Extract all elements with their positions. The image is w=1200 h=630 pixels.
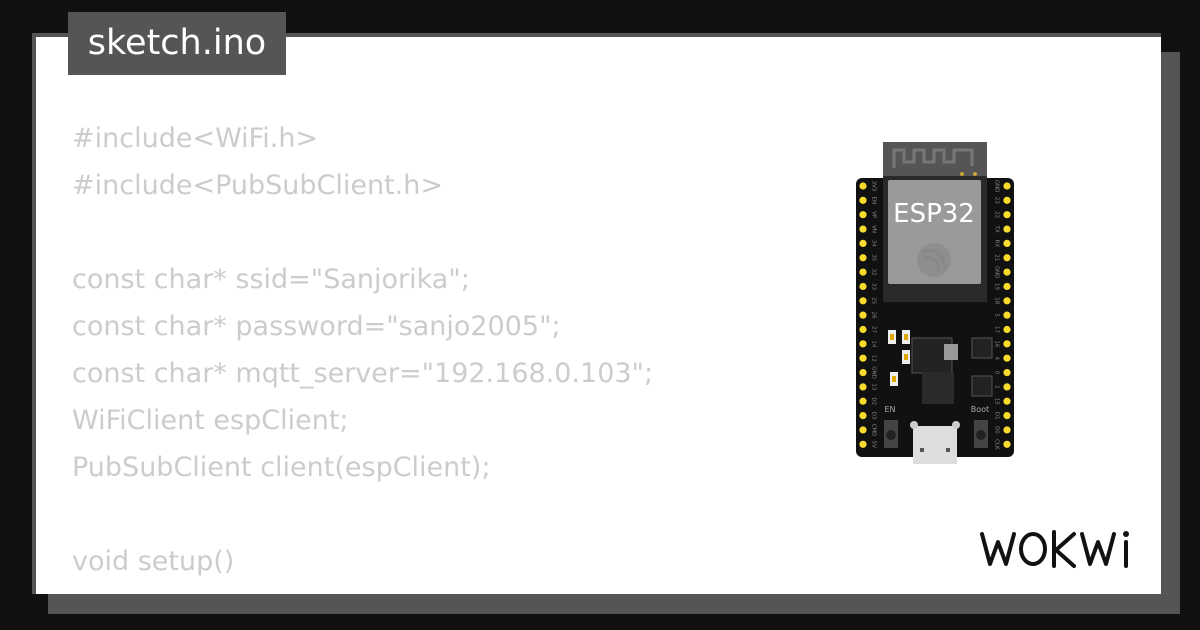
right-pin-label: 23 — [994, 197, 1000, 204]
right-pin-label: 5 — [994, 313, 1000, 317]
left-pin-label: VN — [871, 225, 877, 233]
left-pin-label: D2 — [871, 397, 877, 405]
usb-chip — [922, 372, 954, 404]
left-pin-VN[interactable] — [859, 225, 867, 233]
left-pin-label: EN — [871, 197, 877, 205]
right-pin-label: 0 — [994, 371, 1000, 375]
right-pin-23[interactable] — [1003, 196, 1011, 204]
left-pin-GND[interactable] — [859, 368, 867, 377]
right-pin-21[interactable] — [1003, 254, 1011, 262]
right-pin-19[interactable] — [1003, 282, 1011, 291]
right-pin-5[interactable] — [1003, 311, 1011, 319]
left-pin-label: 14 — [871, 340, 877, 347]
chip-shield — [888, 180, 981, 284]
right-pin-22[interactable] — [1003, 211, 1011, 219]
left-pin-34[interactable] — [859, 239, 867, 247]
left-pin-12[interactable] — [859, 354, 867, 362]
left-pin-32[interactable] — [859, 268, 867, 276]
left-pin-label: 33 — [871, 283, 877, 290]
right-pin-label: 4 — [994, 356, 1000, 360]
left-pin-label: 35 — [871, 254, 877, 261]
right-pin-GND[interactable] — [1003, 268, 1011, 276]
right-pin-D1[interactable] — [1003, 412, 1011, 420]
right-pin-label: 19 — [994, 283, 1000, 290]
left-pin-EN[interactable] — [859, 196, 867, 204]
wokwi-logo — [980, 530, 1129, 568]
left-pin-label: 32 — [871, 269, 877, 276]
esp32-board: 3V3ENVPVN343532332526271412GND13D2D3CMD5… — [856, 142, 1014, 464]
right-pin-D0[interactable] — [1003, 426, 1011, 434]
right-pin-GND[interactable] — [1003, 182, 1011, 190]
right-pin-17[interactable] — [1003, 325, 1011, 334]
left-pin-label: VP — [871, 211, 877, 219]
right-pin-2[interactable] — [1003, 383, 1011, 391]
left-pin-26[interactable] — [859, 311, 867, 319]
left-pin-label: 5V — [871, 441, 877, 448]
left-pin-label: CMD — [871, 424, 877, 437]
right-pin-TX[interactable] — [1003, 225, 1011, 233]
right-pin-label: CLK — [994, 439, 1000, 450]
right-pin-CLK[interactable] — [1003, 440, 1011, 448]
boot-button[interactable] — [974, 420, 988, 448]
right-pin-18[interactable] — [1003, 297, 1011, 305]
file-tab: sketch.ino — [68, 12, 286, 75]
right-pin-4[interactable] — [1003, 354, 1011, 362]
left-pin-13[interactable] — [859, 383, 867, 391]
left-pin-27[interactable] — [859, 325, 867, 334]
code-preview: #include<WiFi.h> #include<PubSubClient.h… — [72, 123, 654, 594]
left-pin-label: 25 — [871, 297, 877, 304]
right-pin-label: D0 — [994, 426, 1000, 434]
left-pin-label: 3V3 — [871, 181, 877, 192]
en-button[interactable] — [884, 420, 898, 448]
left-pin-CMD[interactable] — [859, 426, 867, 434]
left-pin-35[interactable] — [859, 254, 867, 262]
left-pin-VP[interactable] — [859, 211, 867, 219]
left-pin-label: D3 — [871, 412, 877, 420]
left-pin-5V[interactable] — [859, 440, 867, 448]
right-pin-label: GND — [994, 266, 1000, 279]
left-pin-label: 27 — [871, 326, 877, 333]
right-pin-label: 15 — [994, 398, 1000, 405]
right-pin-label: 2 — [994, 385, 1000, 389]
left-pin-D2[interactable] — [859, 397, 867, 405]
right-pin-label: D1 — [994, 412, 1000, 420]
left-pin-label: GND — [871, 366, 877, 379]
left-pin-label: 34 — [871, 240, 877, 247]
right-pin-label: 17 — [994, 326, 1000, 333]
en-label: EN — [884, 405, 895, 414]
right-pin-15[interactable] — [1003, 397, 1011, 405]
right-pin-label: 22 — [994, 211, 1000, 218]
left-pin-3V3[interactable] — [859, 182, 867, 190]
right-pin-label: TX — [994, 224, 1000, 232]
espressif-logo-icon — [917, 243, 951, 277]
left-pin-14[interactable] — [859, 340, 867, 348]
left-pin-label: 26 — [871, 312, 877, 319]
right-pin-label: GND — [994, 180, 1000, 193]
right-pin-0[interactable] — [1003, 368, 1011, 377]
left-pin-label: 12 — [871, 355, 877, 362]
right-pin-label: 18 — [994, 297, 1000, 304]
right-pin-label: 21 — [994, 254, 1000, 261]
left-pin-label: 13 — [871, 383, 877, 390]
chip-label: ESP32 — [893, 199, 975, 229]
micro-usb-port — [913, 426, 957, 464]
antenna-trace-icon — [892, 148, 974, 168]
right-pin-16[interactable] — [1003, 340, 1011, 348]
right-pin-RX[interactable] — [1003, 239, 1011, 247]
left-pin-D3[interactable] — [859, 412, 867, 420]
left-pin-33[interactable] — [859, 282, 867, 291]
left-pin-25[interactable] — [859, 297, 867, 305]
boot-label: Boot — [971, 405, 989, 414]
right-pin-label: 16 — [994, 340, 1000, 347]
right-pin-label: RX — [994, 240, 1000, 248]
